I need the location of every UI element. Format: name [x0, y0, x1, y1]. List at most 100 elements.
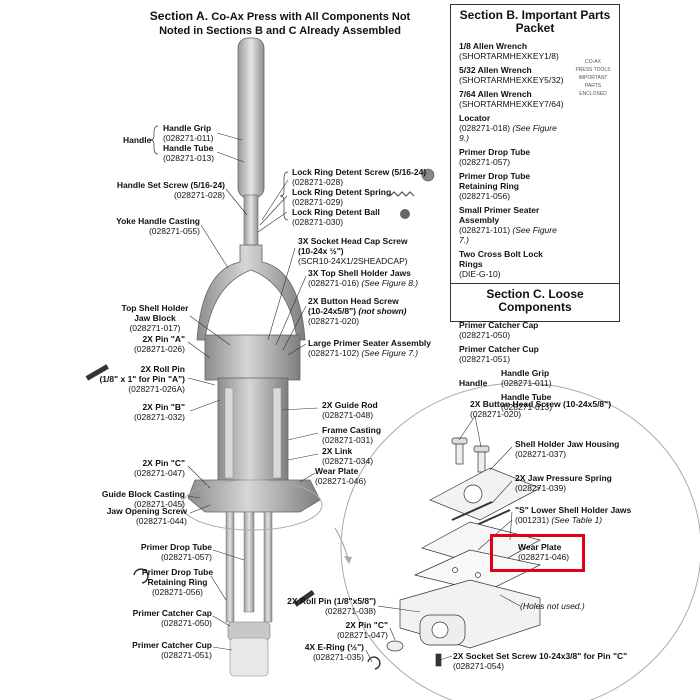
packet-text-line: PRESS TOOLS: [575, 67, 611, 73]
label-handle-set-screw: Handle Set Screw (5/16-24)(028271-028): [116, 180, 225, 200]
detent-ball-shape: [400, 209, 410, 219]
yoke-shape: [196, 244, 306, 341]
detail-source-ellipse: [181, 479, 323, 531]
section-b-list: 1/8 Allen Wrench(SHORTARMHEXKEY1/8) 5/32 …: [451, 41, 567, 279]
section-b-item: Two Cross Bolt Lock Rings(DIE-G-10): [459, 249, 567, 279]
section-b-item-part: (SHORTARMHEXKEY7/64): [459, 99, 564, 109]
section-b-item-note: (See Figure 9.): [459, 123, 557, 143]
section-c-handle-item-part: (028271-011): [501, 378, 552, 388]
section-b-item: Locator(028271-018) (See Figure 9.): [459, 113, 567, 143]
section-c-item-part: (028271-050): [459, 330, 511, 340]
section-c-item-part: (028271-051): [459, 354, 511, 364]
label-detail-jaw-spring: 2X Jaw Pressure Spring(028271-039): [515, 473, 612, 493]
label-detail-set-screw: 2X Socket Set Screw 10-24x3/8" for Pin "…: [453, 651, 628, 671]
packet-text-line: CO-AX: [585, 59, 601, 65]
section-c-title: Section C. Loose Components: [486, 287, 584, 314]
label-top-shell-jaws: 3X Top Shell Holder Jaws(028271-016) (Se…: [308, 268, 419, 288]
label-detail-wear-plate: Wear Plate(028271-046): [518, 542, 570, 562]
section-b-item: Small Primer Seater Assembly(028271-101)…: [459, 205, 567, 245]
section-c-item: Primer Catcher Cap(028271-050): [459, 320, 619, 340]
wear-plate-highlight: [490, 534, 585, 572]
label-pin-b: 2X Pin "B"(028271-032): [133, 402, 185, 422]
label-lock-ring-spring: Lock Ring Detent Spring(028271-029): [292, 187, 392, 207]
label-primer-drop-tube: Primer Drop Tube(028271-057): [140, 542, 212, 562]
section-b-item: 5/32 Allen Wrench(SHORTARMHEXKEY5/32): [459, 65, 567, 85]
guide-block-shape: [187, 479, 321, 513]
section-b-item-part: (DIE-G-10): [459, 269, 501, 279]
label-primer-cap: Primer Catcher Cap(028271-050): [132, 608, 212, 628]
section-c-item-name: Primer Catcher Cap: [459, 320, 539, 330]
roll-pin-shape: [85, 364, 109, 381]
label-yoke-handle: Yoke Handle Casting(028271-055): [116, 216, 200, 236]
section-c-item: Primer Catcher Cup(028271-051): [459, 344, 619, 364]
label-primer-cup: Primer Catcher Cup(028271-051): [132, 640, 212, 660]
primer-cup-shape: [229, 637, 269, 677]
label-detail-holes-note: (Holes not used.): [520, 601, 585, 611]
primer-cap-shape: [227, 621, 271, 641]
label-button-head-a: 2X Button Head Screw(10-24x5/8") (not sh…: [308, 296, 407, 326]
section-b-item-part: (028271-101) (See Figure 7.): [459, 225, 557, 245]
label-jaw-opening-screw: Jaw Opening Screw(028271-044): [106, 506, 187, 526]
primer-drop-tube-shape: [243, 511, 255, 613]
label-detail-jaw-housing: Shell Holder Jaw Housing(028271-037): [515, 439, 620, 459]
section-c-handle-item: Handle Grip(028271-011): [501, 368, 552, 388]
label-guide-block: Guide Block Casting(028271-045): [101, 489, 185, 509]
section-b-item-name: Locator: [459, 113, 491, 123]
label-wear-plate-a: Wear Plate(028271-046): [315, 466, 367, 486]
label-pin-c-a: 2X Pin "C"(028271-047): [133, 458, 185, 478]
label-lock-ring-ball: Lock Ring Detent Ball(028271-030): [292, 207, 380, 227]
section-b-item-part: (028271-056): [459, 191, 511, 201]
section-b-item: 7/64 Allen Wrench(SHORTARMHEXKEY7/64): [459, 89, 567, 109]
section-b-c-box: Section B. Important Parts Packet 1/8 Al…: [450, 4, 620, 412]
jaw-housing-shape: [429, 467, 541, 521]
section-c-handle-item: Handle Tube(028271-013): [501, 392, 552, 412]
handle-tube-shape: [243, 194, 259, 246]
label-lock-ring-screw: Lock Ring Detent Screw (5/16-24)(028271-…: [292, 167, 427, 187]
handle-grip-shape: [237, 37, 265, 199]
packet-text-line: PARTS: [584, 83, 602, 89]
section-b-item-name: 1/8 Allen Wrench: [459, 41, 528, 51]
section-c-handle: Handle Handle Grip(028271-011) Handle Tub…: [451, 368, 619, 412]
parts-packet-text: CO-AX PRESS TOOLS IMPORTANT PARTS ENCLOSED: [574, 58, 612, 98]
label-roll-pin-a: 2X Roll Pin(1/8" x 1" for Pin "A")(02827…: [99, 364, 185, 394]
label-detail-e-ring: 4X E-Ring (½")(028271-035): [304, 642, 364, 662]
label-handle-tube: Handle Tube(028271-013): [163, 143, 215, 163]
top-block-shape: [204, 334, 301, 381]
packet-text-line: IMPORTANT: [578, 75, 608, 81]
detent-screw-shape: [421, 168, 435, 182]
label-detail-pin-c: 2X Pin "C"(028271-047): [336, 620, 388, 640]
label-pin-a: 2X Pin "A"(028271-026): [133, 334, 185, 354]
label-handle-grip: Handle Grip(028271-011): [163, 123, 214, 143]
section-c-handle-label: Handle: [459, 378, 488, 388]
retaining-ring-shape: [133, 568, 149, 584]
section-b-item-part: (SHORTARMHEXKEY1/8): [459, 51, 559, 61]
section-b-item-note: (See Figure 7.): [459, 225, 557, 245]
section-c-item-name: Primer Catcher Cup: [459, 344, 539, 354]
section-b-item: 1/8 Allen Wrench(SHORTARMHEXKEY1/8): [459, 41, 567, 61]
detail-circle: [340, 382, 700, 700]
label-handle: Handle: [123, 135, 152, 145]
section-c-handle-item-name: Handle Grip: [501, 368, 550, 378]
section-b-item-name: Primer Drop Tube: [459, 147, 531, 157]
section-a-title: Section A. Co-Ax Press with All Componen…: [149, 9, 411, 38]
section-c-handle-item-name: Handle Tube: [501, 392, 552, 402]
packet-text-line: ENCLOSED: [579, 91, 607, 97]
section-b-item-name: 5/32 Allen Wrench: [459, 65, 532, 75]
section-b-item-name: Primer Drop Tube Retaining Ring: [459, 171, 531, 191]
section-b-item-name: Small Primer Seater Assembly: [459, 205, 540, 225]
section-b-item-name: 7/64 Allen Wrench: [459, 89, 532, 99]
label-detail-roll-pin: 2X Roll Pin (1/8"x5/8")(028271-038): [287, 596, 376, 616]
label-large-primer: Large Primer Seater Assembly(028271-102)…: [308, 338, 431, 358]
section-b-item-name: Two Cross Bolt Lock Rings: [459, 249, 543, 269]
section-b-item-part: (028271-018) (See Figure 9.): [459, 123, 557, 143]
section-b-item-part: (028271-057): [459, 157, 511, 167]
label-guide-rod: 2X Guide Rod(028271-048): [322, 400, 378, 420]
label-detail-lower-jaws: "S" Lower Shell Holder Jaws(001231) (See…: [515, 505, 632, 525]
label-frame-casting: Frame Casting(028271-031): [322, 425, 382, 445]
detent-spring-shape: [389, 191, 415, 197]
section-b-item: Primer Drop Tube Retaining Ring(028271-0…: [459, 171, 567, 201]
section-b-item-part: (SHORTARMHEXKEY5/32): [459, 75, 564, 85]
section-c-list: Primer Catcher Cap(028271-050)Primer Cat…: [451, 320, 619, 364]
